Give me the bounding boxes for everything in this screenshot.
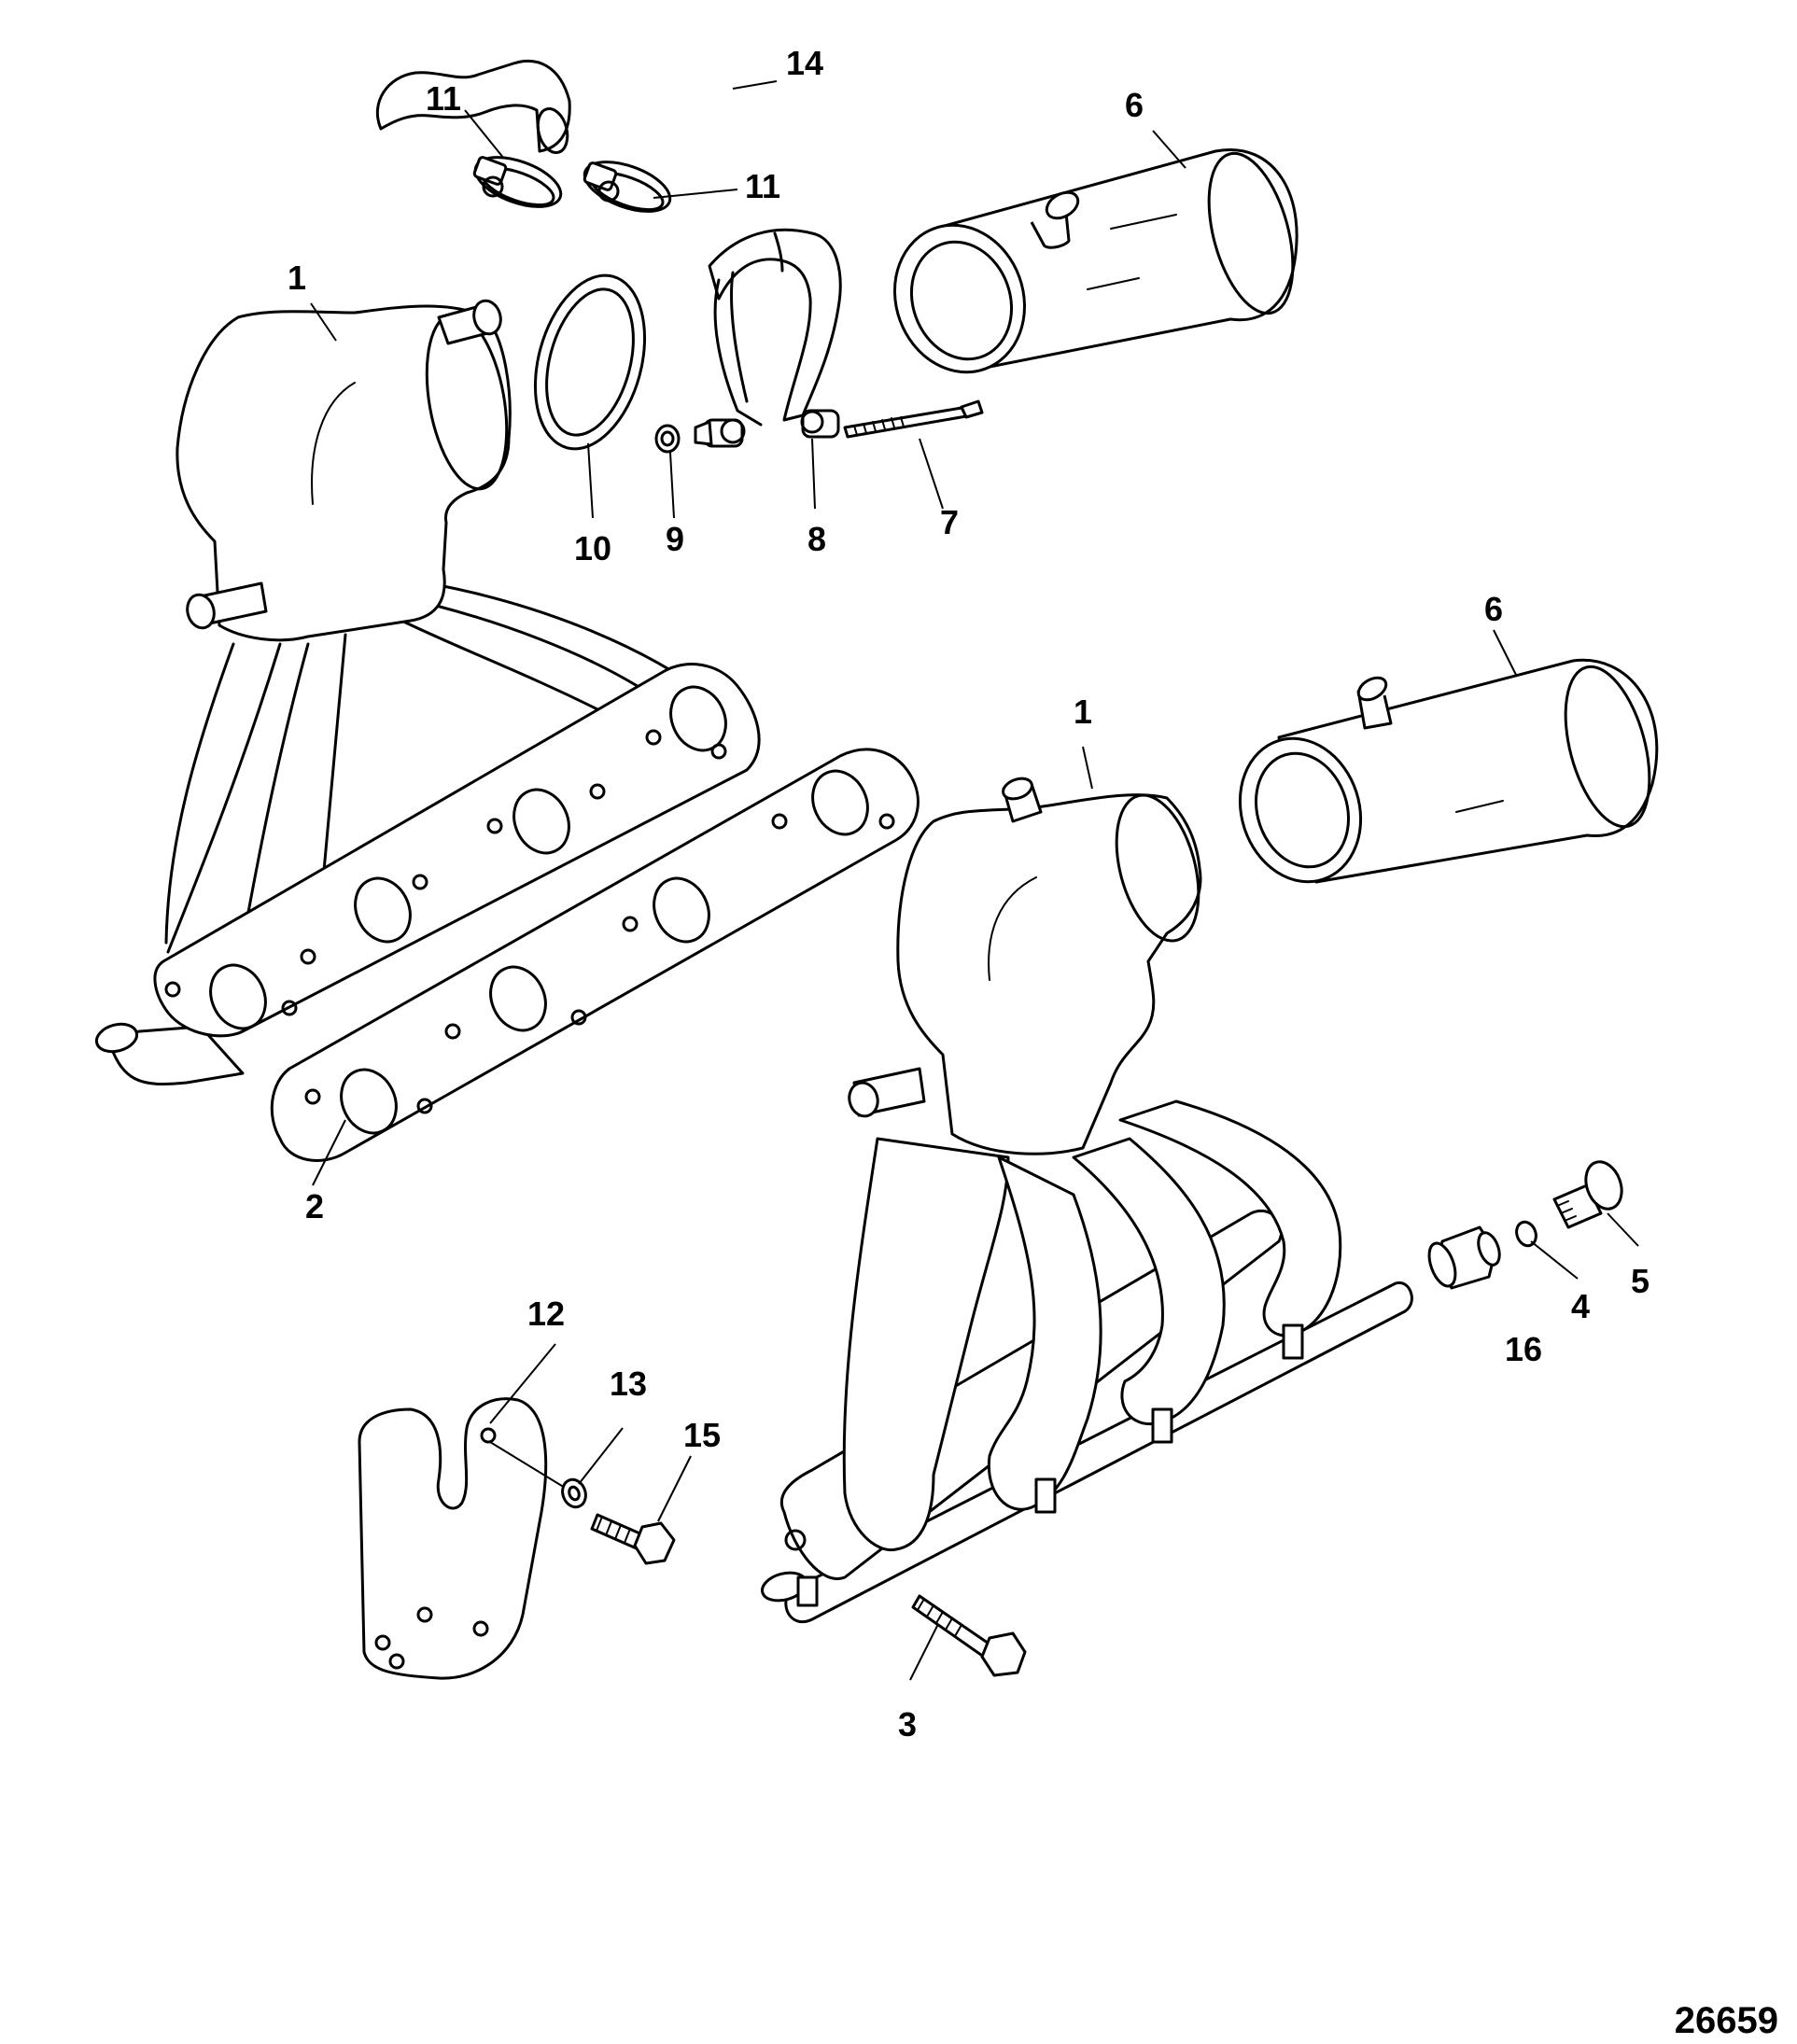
callout-12: 14 <box>786 44 823 82</box>
bolt-part-3 <box>911 1594 1027 1677</box>
exhaust-pipe-part-6-upper <box>892 148 1299 374</box>
exhaust-manifold-part-1-lower <box>761 777 1413 1624</box>
callout-6-lower: 6 <box>1484 590 1503 628</box>
fitting-part-16 <box>1427 1225 1501 1290</box>
exhaust-pipe-part-6-lower <box>1238 658 1659 884</box>
callout-leader-lines <box>310 80 1639 1681</box>
t-bolt-part-7 <box>843 399 984 439</box>
callout-15: 15 <box>683 1416 721 1454</box>
bolt-part-15 <box>590 1513 676 1565</box>
nut-part-9 <box>654 424 681 454</box>
callout-labels: 14 11 11 6 1 10 9 8 7 6 1 2 5 4 16 12 13… <box>288 44 1778 2041</box>
manifold-gasket-upper <box>153 663 761 1038</box>
callout-6-upper: 6 <box>1125 86 1144 124</box>
callout-13: 12 <box>527 1295 565 1333</box>
callout-8: 8 <box>807 520 826 558</box>
gasket-ring-part-10 <box>533 273 647 451</box>
cover-plate-part-13 <box>358 1397 575 1680</box>
drain-plug-part-4 <box>1552 1160 1623 1229</box>
hose-clamp-part-11-left <box>472 156 563 208</box>
manifold-gasket-part-2 <box>270 748 920 1162</box>
exhaust-manifold-part-1-upper <box>94 299 739 1086</box>
hose-clamp-part-11-right <box>583 161 672 213</box>
washer-part-14 <box>561 1477 587 1509</box>
callout-3: 3 <box>898 1705 917 1743</box>
callout-7: 7 <box>940 503 959 541</box>
callout-9: 9 <box>666 520 684 558</box>
callout-16: 16 <box>1505 1330 1542 1368</box>
v-band-clamp-part-8 <box>694 228 842 448</box>
callout-4: 5 <box>1631 1262 1650 1300</box>
callout-10: 10 <box>574 529 611 567</box>
hose-part-12 <box>375 59 571 155</box>
figure-id: 26659 <box>1675 2000 1778 2041</box>
callout-1-upper: 1 <box>288 259 306 297</box>
callout-1-lower: 1 <box>1074 693 1092 731</box>
callout-11-right: 11 <box>745 167 780 205</box>
o-ring-part-5 <box>1515 1220 1537 1248</box>
callout-14: 13 <box>610 1365 647 1403</box>
callout-11-top: 11 <box>426 79 461 118</box>
callout-2: 2 <box>305 1187 324 1225</box>
callout-5: 4 <box>1571 1287 1590 1325</box>
